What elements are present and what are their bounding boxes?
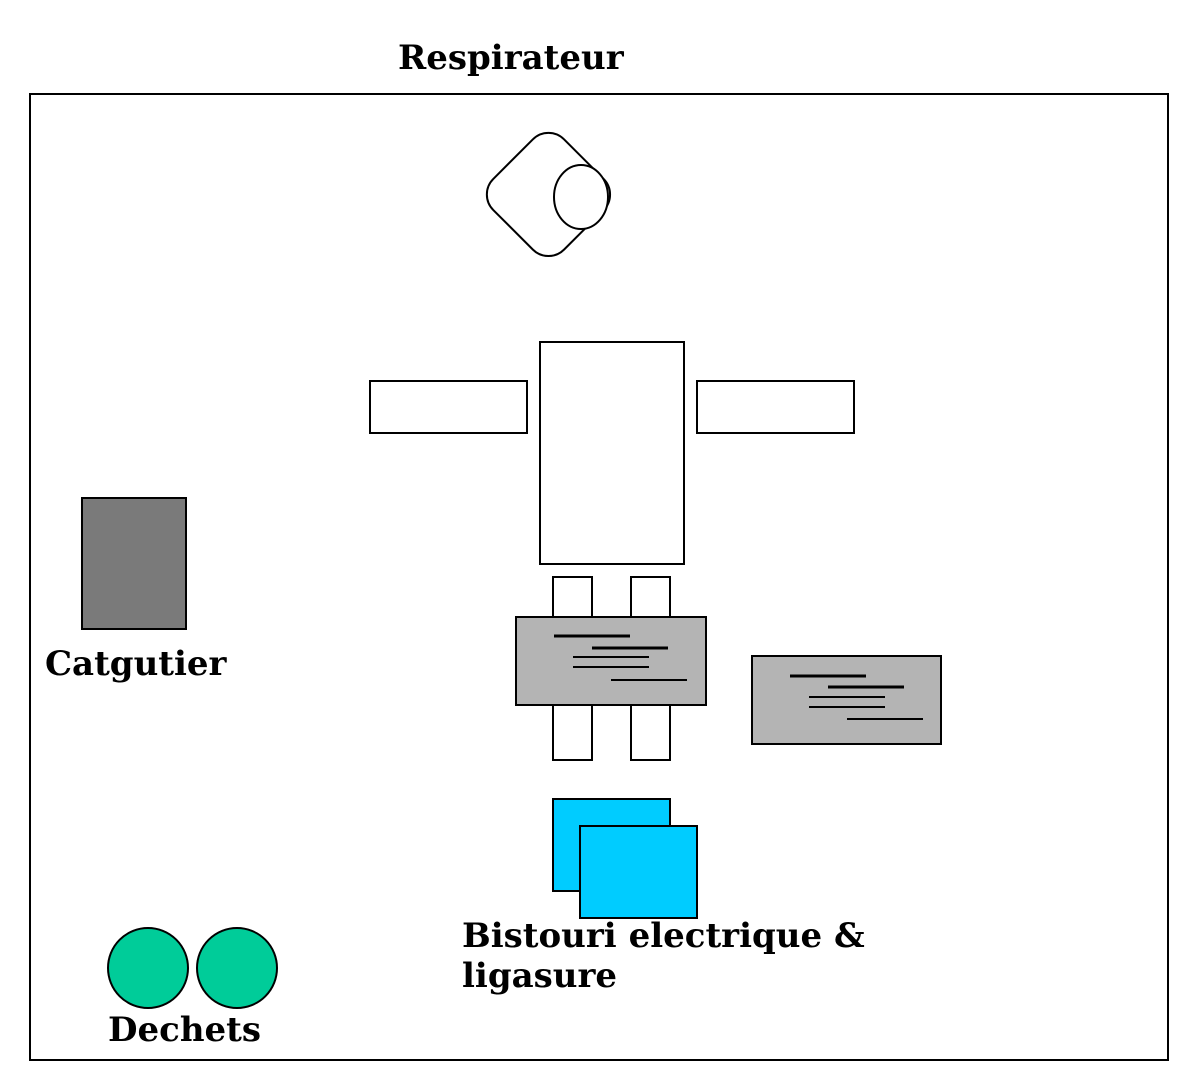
patient-left-arm [369,380,528,434]
instrument-table-side-lines [790,674,923,720]
instrument-table-side [751,655,942,745]
catgutier-label: Catgutier [45,644,227,684]
patient-lower-left-leg [552,704,593,761]
bistouri-label-line-2: ligasure [462,956,618,997]
bistouri-label-line-1: Bistouri electrique & [462,916,865,956]
patient-lower-right-leg [630,704,671,761]
respirateur-label: Respirateur [398,38,624,78]
bistouri-label: Bistouri electrique & ligasure [462,916,865,996]
catgutier-cabinet [81,497,187,630]
dechets-bin-right [196,927,278,1009]
patient-face-circle [553,164,609,230]
instrument-table-main [515,616,707,706]
dechets-bin-left [107,927,189,1009]
instrument-table-main-lines [554,634,687,681]
patient-upper-right-leg [630,576,671,618]
dechets-label: Dechets [108,1010,262,1050]
patient-upper-left-leg [552,576,593,618]
patient-torso [539,341,685,565]
ligasure-unit-front [579,825,698,919]
patient-right-arm [696,380,855,434]
